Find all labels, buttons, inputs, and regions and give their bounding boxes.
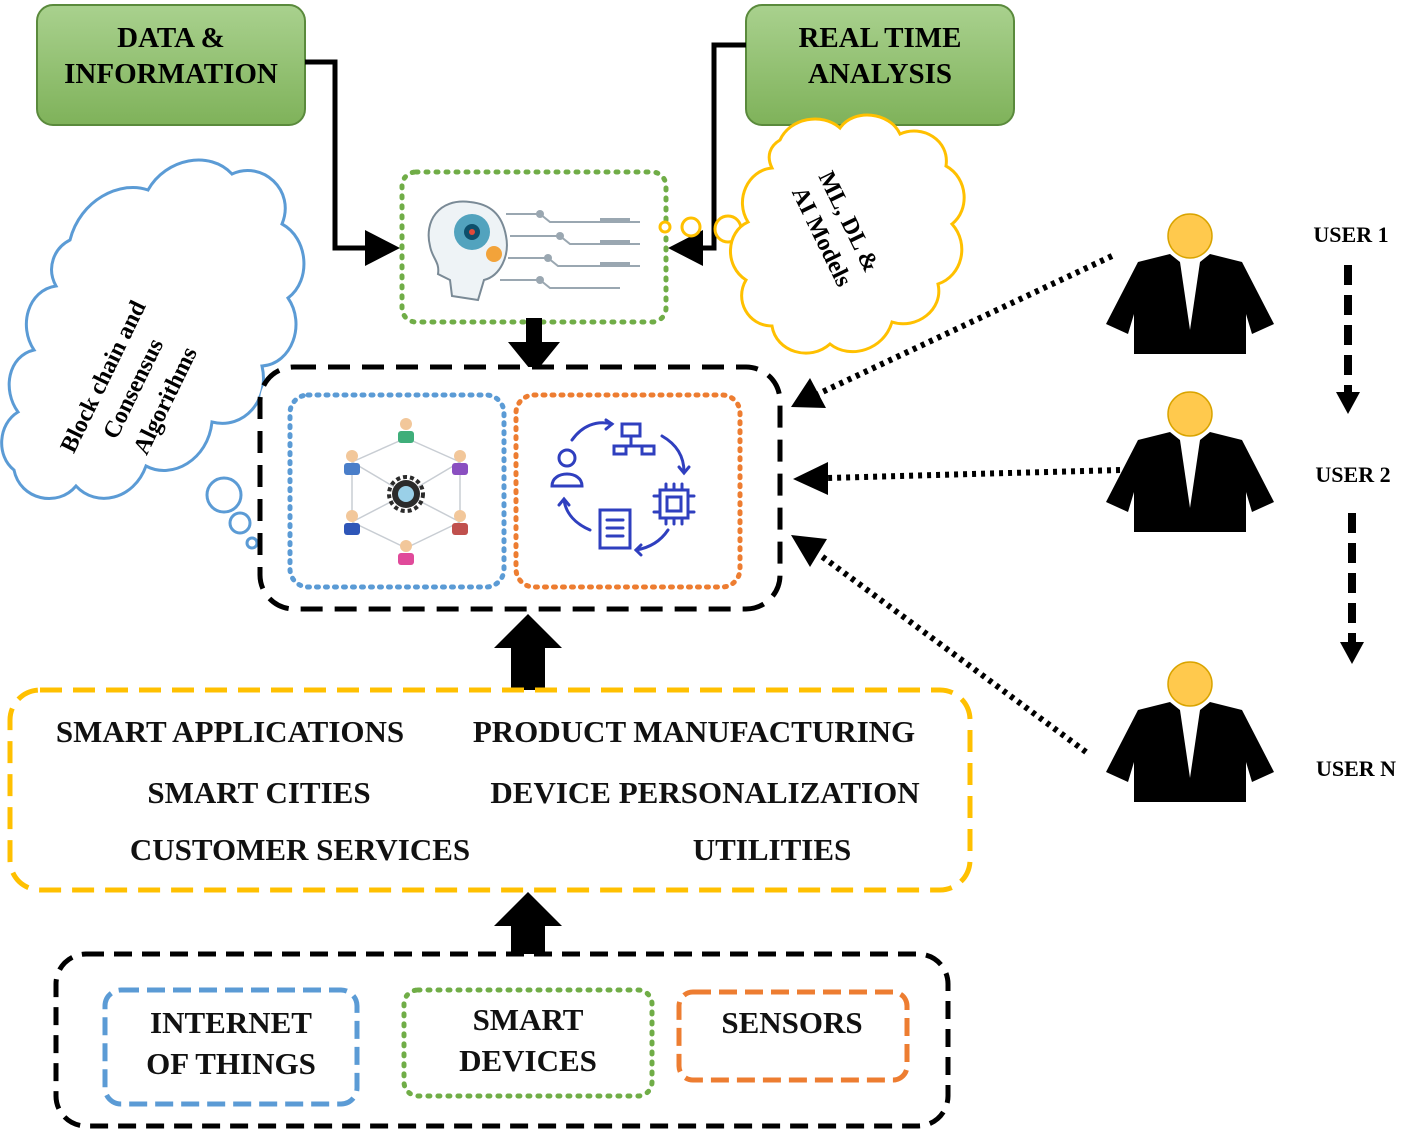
user1-to-core-arrow [791,253,1114,408]
user-1-label: USER 1 [1313,222,1388,247]
ml-models-cloud: ML, DL & AI Models [658,113,966,355]
user-businessman-icon [1106,213,1274,354]
sources-box: INTERNET OF THINGS SMART DEVICES SENSORS [53,951,951,1129]
data-to-ai-arrow [305,59,400,266]
user-businessman-icon [1106,661,1274,802]
smart-devices-box: SMART DEVICES [401,987,655,1099]
user-1: USER 1 [1106,213,1389,354]
data-information-box: DATA & INFORMATION [36,4,306,126]
smart-devices-line1: SMART [473,1002,584,1037]
user-n-label: USER N [1316,756,1396,781]
process-cycle-panel [513,392,743,590]
iot-line1: INTERNET [150,1005,312,1040]
data-information-line2: INFORMATION [64,58,278,90]
user-2: USER 2 [1106,391,1391,532]
smart-devices-line2: DEVICES [459,1043,597,1078]
app-utilities: UTILITIES [693,832,852,867]
ai-analytics-box [399,169,669,325]
iot-line2: OF THINGS [146,1046,316,1081]
sources-to-apps-arrow [494,892,562,954]
real-time-analysis-box: REAL TIME ANALYSIS [745,4,1015,126]
data-information-line1: DATA & [117,22,225,54]
app-smart-cities: SMART CITIES [147,775,370,810]
user2-to-core-arrow [793,462,1121,495]
blockchain-cloud: Block chain and Consensus Algorithms [0,158,306,550]
user-2-label: USER 2 [1315,462,1390,487]
real-time-analysis-line1: REAL TIME [798,22,961,54]
ai-to-core-arrow [508,318,560,374]
sensors-box: SENSORS [676,989,910,1083]
app-device-personalization: DEVICE PERSONALIZATION [490,775,919,810]
core-platform-box [257,364,783,612]
ai-head-icon [427,200,640,302]
real-time-analysis-line2: ANALYSIS [808,58,952,90]
user-n: USER N [1106,661,1396,802]
user1-to-user2-arrow [1336,265,1360,414]
people-network-panel [287,392,507,590]
app-smart-applications: SMART APPLICATIONS [56,714,404,749]
usern-to-core-arrow [791,535,1088,755]
user2-to-usern-arrow [1340,513,1364,664]
process-cycle-icon [550,418,696,557]
app-product-manufacturing: PRODUCT MANUFACTURING [473,714,915,749]
iot-box: INTERNET OF THINGS [102,987,360,1107]
apps-to-core-arrow [494,614,562,692]
applications-box: SMART APPLICATIONS PRODUCT MANUFACTURING… [7,687,973,893]
app-customer-services: CUSTOMER SERVICES [130,832,470,867]
analysis-to-ai-arrow [668,42,746,266]
sensors-label: SENSORS [721,1005,862,1040]
user-businessman-icon [1106,391,1274,532]
people-network-gear-icon [344,418,468,565]
